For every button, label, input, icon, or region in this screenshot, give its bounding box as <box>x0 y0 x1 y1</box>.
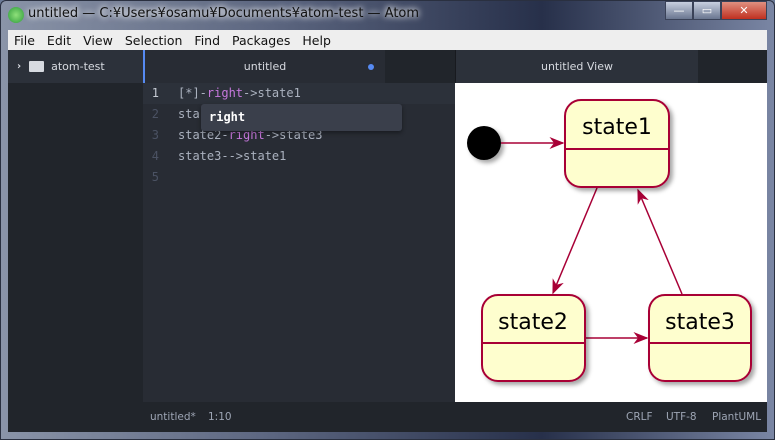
tab-bar: untitled untitled View <box>143 50 767 83</box>
autocomplete-suggestion[interactable]: right <box>201 104 402 131</box>
line-text: sta <box>178 104 200 125</box>
line-text: [*]-right->state1 <box>178 83 301 104</box>
line-text: state2-right->state3 <box>178 125 323 146</box>
menu-selection[interactable]: Selection <box>124 33 183 48</box>
line-number: 4 <box>151 149 159 163</box>
line-number: 5 <box>151 170 159 184</box>
folder-icon <box>29 61 45 72</box>
state2-label: state2 <box>498 310 568 335</box>
state-state3: state3 <box>648 294 752 382</box>
close-button[interactable]: ✕ <box>721 1 767 20</box>
transition-state1-state2 <box>552 187 598 295</box>
atom-app-icon[interactable] <box>8 7 24 23</box>
status-grammar[interactable]: PlantUML <box>712 411 762 423</box>
tree-view: › atom-test <box>8 50 143 432</box>
code-token: state3-->state1 <box>178 149 287 163</box>
minimize-button[interactable]: — <box>665 1 693 20</box>
code-token: sta <box>178 107 200 121</box>
chevron-right-icon[interactable]: › <box>17 61 22 72</box>
folder-label: atom-test <box>51 60 105 73</box>
state-diagram: state1 state2 state3 <box>467 99 752 382</box>
menu-help[interactable]: Help <box>302 33 331 48</box>
menu-find[interactable]: Find <box>194 33 221 48</box>
tab-untitled[interactable]: untitled <box>143 50 385 83</box>
line-number: 2 <box>151 107 159 121</box>
code-line[interactable]: 3 state2-right->state3 <box>143 125 455 146</box>
menu-bar: File Edit View Selection Find Packages H… <box>8 30 767 50</box>
status-bar: untitled* 1:10 CRLF UTF-8 PlantUML <box>143 402 767 432</box>
code-token: ->state1 <box>243 86 301 100</box>
state-state2: state2 <box>481 294 586 382</box>
tree-root-folder[interactable]: › atom-test <box>8 50 143 83</box>
modified-dot-icon <box>368 64 374 70</box>
transition-state3-state1 <box>637 188 683 295</box>
state3-label: state3 <box>665 310 735 335</box>
code-line[interactable]: 1 [*]-right->state1 <box>143 83 455 104</box>
code-line[interactable]: 2 sta <box>143 104 455 125</box>
initial-state <box>467 126 501 160</box>
code-token: ->state3 <box>264 128 323 142</box>
window-controls: — ▭ ✕ <box>665 1 767 20</box>
code-token: state2- <box>178 128 229 142</box>
code-token: right <box>206 86 244 100</box>
state1-label: state1 <box>582 115 652 140</box>
menu-view[interactable]: View <box>83 33 113 48</box>
tab-label: untitled <box>243 60 287 73</box>
status-encoding[interactable]: UTF-8 <box>666 411 697 423</box>
line-number: 1 <box>151 86 159 100</box>
menu-packages[interactable]: Packages <box>232 33 291 48</box>
line-text: state3-->state1 <box>178 146 286 167</box>
tab-untitled-view[interactable]: untitled View <box>455 50 698 83</box>
tab-label: untitled View <box>540 60 614 73</box>
state-state1: state1 <box>564 99 670 188</box>
window-title: untitled — C:¥Users¥osamu¥Documents¥atom… <box>28 6 420 21</box>
code-line[interactable]: 5 <box>143 167 455 188</box>
code-line[interactable]: 4 state3-->state1 <box>143 146 455 167</box>
status-cursor[interactable]: 1:10 <box>208 411 232 423</box>
status-file[interactable]: untitled* <box>150 411 196 423</box>
menu-file[interactable]: File <box>14 33 35 48</box>
maximize-button[interactable]: ▭ <box>693 1 721 20</box>
status-line-ending[interactable]: CRLF <box>626 411 653 423</box>
code-token: right <box>228 128 265 142</box>
line-number: 3 <box>151 128 159 142</box>
code-token: [*]- <box>178 86 207 100</box>
menu-edit[interactable]: Edit <box>46 33 72 48</box>
plantuml-preview: state1 state2 state3 <box>455 83 767 402</box>
